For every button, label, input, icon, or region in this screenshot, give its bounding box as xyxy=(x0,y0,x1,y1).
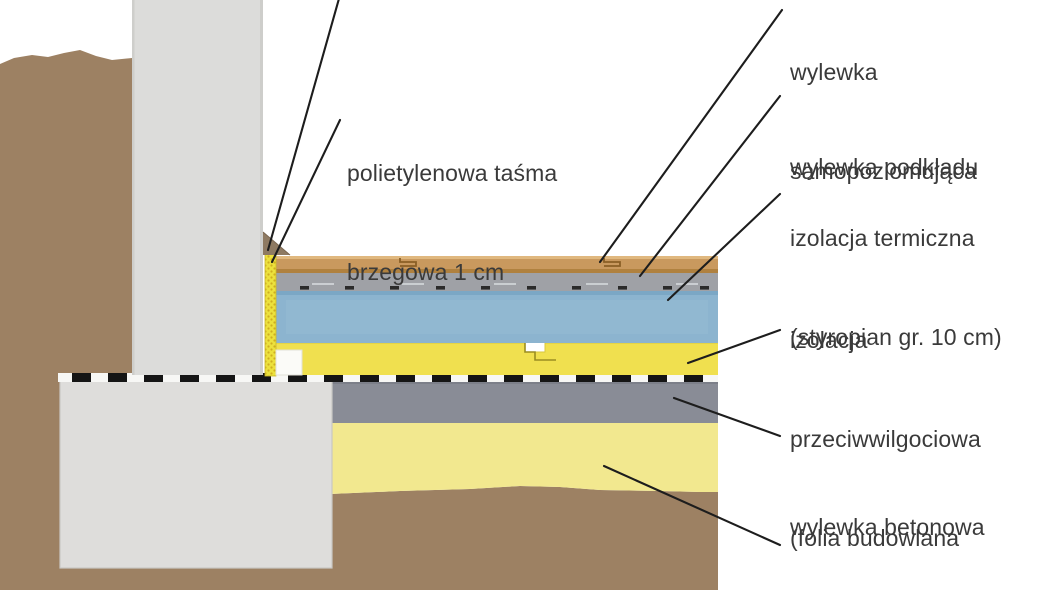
label-line: wylewka xyxy=(790,59,878,85)
leader-wall-upper xyxy=(266,0,340,252)
edge-tape-foot-block xyxy=(275,349,303,376)
label-izolacja-przeciwwilgociowa: izolacja przeciwwilgociowa (folia budowl… xyxy=(790,258,1045,590)
label-line: izolacja termiczna xyxy=(790,225,975,251)
footing-block xyxy=(59,377,333,569)
label-polietylenowa-tasma-brzegowa: polietylenowa taśma brzegowa 1 cm xyxy=(347,91,647,355)
edge-tape-strip xyxy=(264,247,277,377)
label-piasek-ubity: piasek ubity xyxy=(790,551,1040,590)
label-line: (styropian gr. 10 cm) xyxy=(790,324,1002,350)
label-izolacja-termiczna: izolacja termiczna (styropian gr. 10 cm) xyxy=(790,156,1050,420)
damp-proof-course xyxy=(58,373,718,382)
label-line: polietylenowa taśma xyxy=(347,160,558,186)
label-line: samopoziomująca xyxy=(790,158,977,184)
label-wylewka-betonowa: wylewka betonowa gr. 5–10 cm xyxy=(790,445,1040,590)
wall xyxy=(132,0,263,375)
label-line: (folia budowlana xyxy=(790,525,960,551)
leader-wylewka-betonowa xyxy=(672,396,782,438)
layer-sand xyxy=(330,423,718,494)
leader-izolacja-przeciwwilgociowa xyxy=(686,328,782,365)
layer-screed-gray xyxy=(276,273,718,291)
label-line: wylewka podkładu xyxy=(790,154,979,180)
layer-styrofoam xyxy=(276,291,718,343)
label-wylewka-podkladu: wylewka podkładu xyxy=(790,85,1040,250)
leader-tasma-brzegowa xyxy=(270,118,342,264)
leader-izolacja-termiczna xyxy=(666,192,782,302)
leader-wylewka-samopoziomujaca xyxy=(598,8,784,264)
plaster-wedge xyxy=(262,231,291,256)
layer-wood-floor xyxy=(276,256,718,273)
leader-piasek-ubity xyxy=(602,464,782,547)
leader-wylewka-podkladu xyxy=(638,94,782,278)
leader-lines xyxy=(266,0,784,547)
label-line: brzegowa 1 cm xyxy=(347,259,505,285)
label-line: izolacja xyxy=(790,327,868,353)
label-line: wylewka betonowa xyxy=(790,514,985,540)
layer-concrete xyxy=(330,381,718,423)
label-line: przeciwwilgociowa xyxy=(790,426,981,452)
label-wylewka-samopoziomujaca: wylewka samopoziomująca xyxy=(790,0,1040,254)
